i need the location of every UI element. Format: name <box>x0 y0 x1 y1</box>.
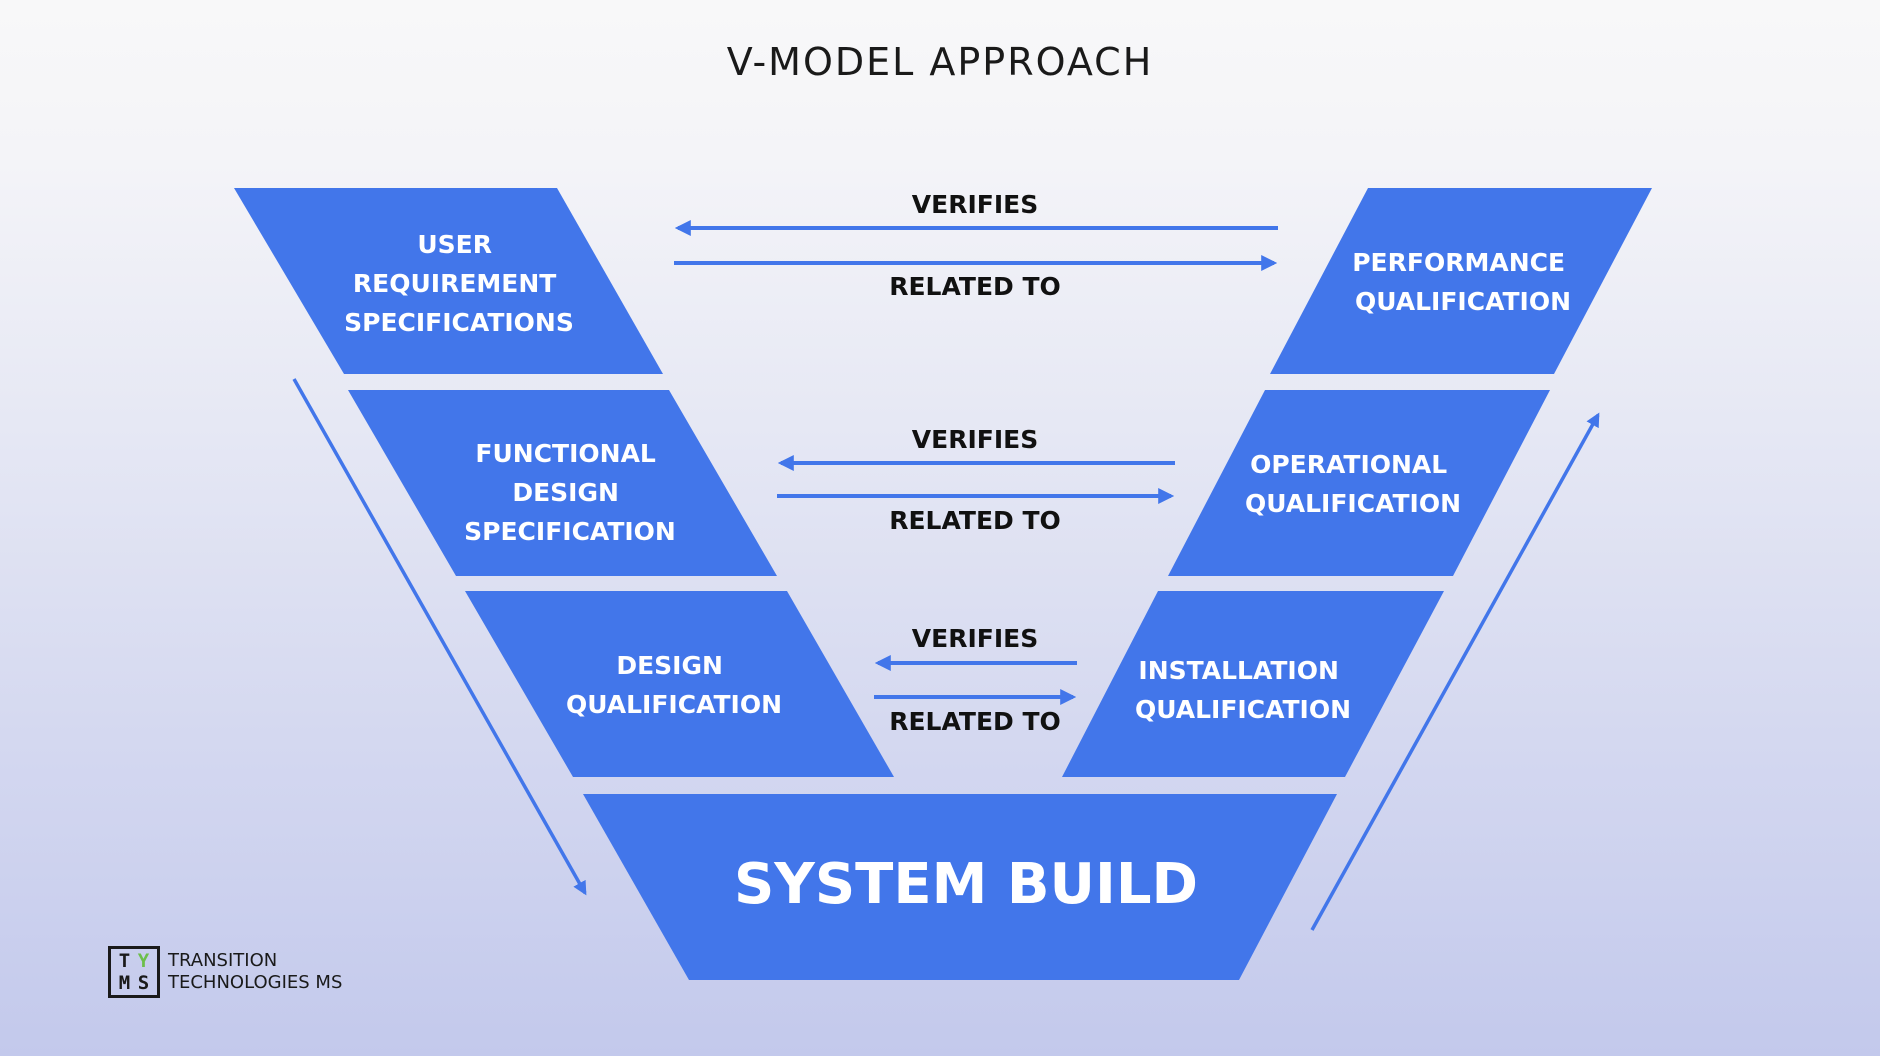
block-line: OPERATIONAL <box>1250 450 1447 479</box>
block-line: QUALIFICATION <box>1355 287 1571 316</box>
logo-mark-letter: S <box>137 972 150 994</box>
block-installation-qualification: INSTALLATION QUALIFICATION <box>1062 591 1444 777</box>
svg-text:PERFORMANCE QUALIFICATIO: PERFORMANCE QUALIFICATION <box>1352 248 1574 316</box>
logo-wordmark: TRANSITION TECHNOLOGIES MS <box>168 950 342 994</box>
svg-text:INSTALLATION QUALIFICATI: INSTALLATION QUALIFICATION <box>1135 656 1351 724</box>
block-line: FUNCTIONAL <box>475 439 656 468</box>
relation-oq-fds: VERIFIES RELATED TO <box>777 425 1175 535</box>
svg-text:USER REQUIREMENT S: USER REQUIREMENT SPECIFICATIONS <box>344 230 574 337</box>
logo-mark-letter: M <box>118 972 131 994</box>
svg-text:FUNCTIONAL DESIGN: FUNCTIONAL DESIGN SPECIFICATION <box>464 439 676 546</box>
related-to-label: RELATED TO <box>889 272 1061 301</box>
logo-mark: T Y M S <box>108 946 160 998</box>
right-flow-up-arrow <box>1310 412 1600 931</box>
relation-pq-urs: VERIFIES RELATED TO <box>674 190 1278 301</box>
verifies-label: VERIFIES <box>912 425 1038 454</box>
block-functional-design-specification: FUNCTIONAL DESIGN SPECIFICATION <box>348 390 777 576</box>
block-line: QUALIFICATION <box>1245 489 1461 518</box>
block-line: DESIGN <box>512 478 619 507</box>
block-line: QUALIFICATION <box>566 690 782 719</box>
svg-text:DESIGN QUALIFICATION: DESIGN QUALIFICATION <box>566 651 782 719</box>
block-performance-qualification: PERFORMANCE QUALIFICATION <box>1270 188 1652 374</box>
related-to-label: RELATED TO <box>889 707 1061 736</box>
relation-iq-dq: VERIFIES RELATED TO <box>874 624 1077 736</box>
block-line: USER <box>417 230 492 259</box>
diagram-title: V-MODEL APPROACH <box>727 40 1154 84</box>
logo-line-1: TRANSITION <box>168 950 278 971</box>
block-user-requirement-specifications: USER REQUIREMENT SPECIFICATIONS <box>234 188 663 374</box>
block-design-qualification: DESIGN QUALIFICATION <box>465 591 894 777</box>
company-logo: T Y M S TRANSITION TECHNOLOGIES MS <box>108 946 342 998</box>
sprout-icon: Y <box>137 950 150 972</box>
block-line: SPECIFICATION <box>464 517 676 546</box>
svg-text:OPERATIONAL QUALIFICATIO: OPERATIONAL QUALIFICATION <box>1245 450 1461 518</box>
logo-line-2: TECHNOLOGIES MS <box>168 972 343 993</box>
verifies-label: VERIFIES <box>912 624 1038 653</box>
logo-mark-letter: T <box>118 950 131 972</box>
block-line: DESIGN <box>616 651 723 680</box>
block-operational-qualification: OPERATIONAL QUALIFICATION <box>1168 390 1550 576</box>
system-build-label: SYSTEM BUILD <box>734 852 1198 917</box>
block-system-build: SYSTEM BUILD <box>583 794 1337 980</box>
block-line: PERFORMANCE <box>1352 248 1565 277</box>
verifies-label: VERIFIES <box>912 190 1038 219</box>
block-line: INSTALLATION <box>1138 656 1339 685</box>
block-line: SPECIFICATIONS <box>344 308 574 337</box>
block-line: QUALIFICATION <box>1135 695 1351 724</box>
block-line: REQUIREMENT <box>353 269 556 298</box>
left-flow-down-arrow <box>292 378 587 896</box>
related-to-label: RELATED TO <box>889 506 1061 535</box>
